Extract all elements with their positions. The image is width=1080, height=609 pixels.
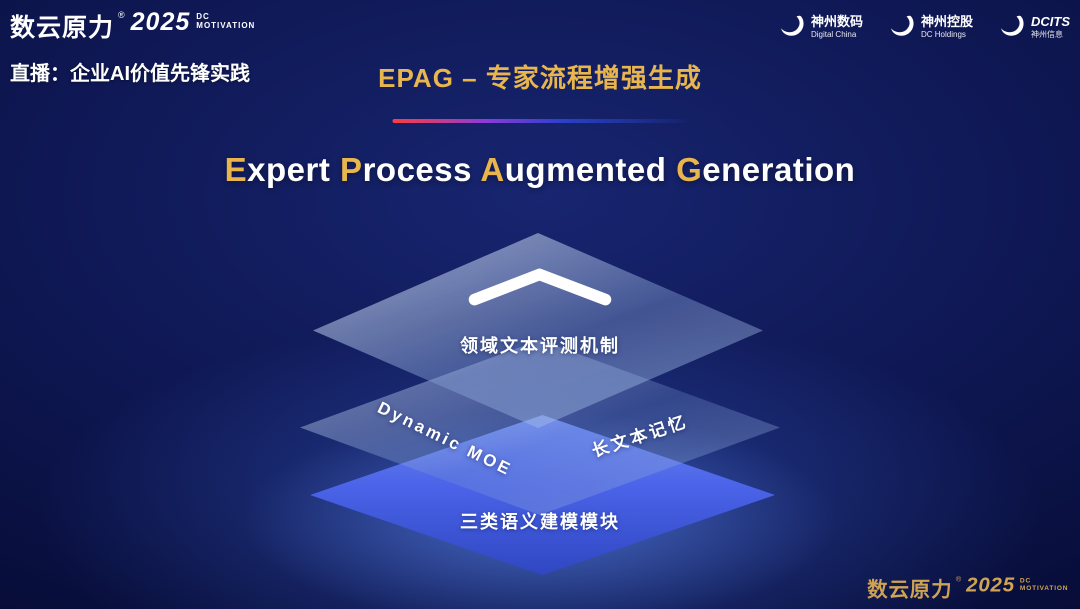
brand-tag-line1: DC [196,12,210,21]
gradient-divider [392,119,688,123]
top-layer-label: 领域文本评测机制 [460,336,620,356]
footer-brand-logo: 数云原力® 2025 DC MOTIVATION [867,573,1068,603]
brand-year: 2025 [130,8,191,36]
title-cap: E [224,151,248,188]
partner-text: 神州控股 DC Holdings [920,14,973,40]
title-rest: xpert [247,151,341,188]
brand-year: 2025 [965,573,1015,597]
partner-name: DCITS [1031,14,1070,30]
header-brand-logo: 数云原力® 2025 DC MOTIVATION [10,8,255,44]
partner-subname: DC Holdings [920,30,966,40]
bottom-layer-plate [310,415,775,575]
partner-name: 神州数码 [810,14,863,30]
title-cap: G [676,151,703,188]
swoosh-icon [999,12,1025,43]
logo-dc-holdings: 神州控股 DC Holdings [889,12,973,43]
title-cap: A [480,151,505,188]
brand-tagline: DC MOTIVATION [1020,577,1068,592]
bottom-layer-label: 三类语义建模模块 [460,512,620,532]
partner-text: 神州数码 Digital China [810,14,863,40]
partner-subname: 神州信息 [1031,30,1063,40]
registered-mark: ® [955,575,961,584]
live-label: 直播：企业AI价值先锋实践 [10,63,250,85]
partner-logos: 神州数码 Digital China 神州控股 DC Holdings DCIT… [779,12,1070,43]
partner-text: DCITS 神州信息 [1031,14,1070,40]
partner-name: 神州控股 [920,14,973,30]
title-cap: P [340,151,363,188]
stack-glow [240,410,840,609]
partner-subname: Digital China [810,30,857,40]
chevron-up-icon [460,262,620,317]
dynamic-moe-label: Dynamic MOE [374,398,516,480]
brand-tag-line1: DC [1019,576,1031,585]
page-title: EPAG – 专家流程增强生成 [378,63,702,93]
brand-name: 数云原力 [10,14,115,42]
swoosh-icon [889,12,915,43]
main-title: Expert Process Augmented Generation [0,151,1080,189]
top-layer-plate [313,233,763,428]
brand-tag-line2: MOTIVATION [196,21,256,31]
title-rest: eneration [702,151,856,188]
long-text-memory-label: 长文本记忆 [589,411,691,461]
brand-name: 数云原力 [866,578,953,602]
logo-dcits: DCITS 神州信息 [999,12,1070,43]
registered-mark: ® [118,10,125,20]
middle-layer-plate [300,340,780,515]
title-rest: rocess [362,151,481,188]
brand-tag-line2: MOTIVATION [1019,584,1068,592]
brand-tagline: DC MOTIVATION [196,12,255,30]
logo-digital-china: 神州数码 Digital China [779,12,863,43]
swoosh-icon [779,12,805,43]
title-rest: ugmented [504,151,677,188]
